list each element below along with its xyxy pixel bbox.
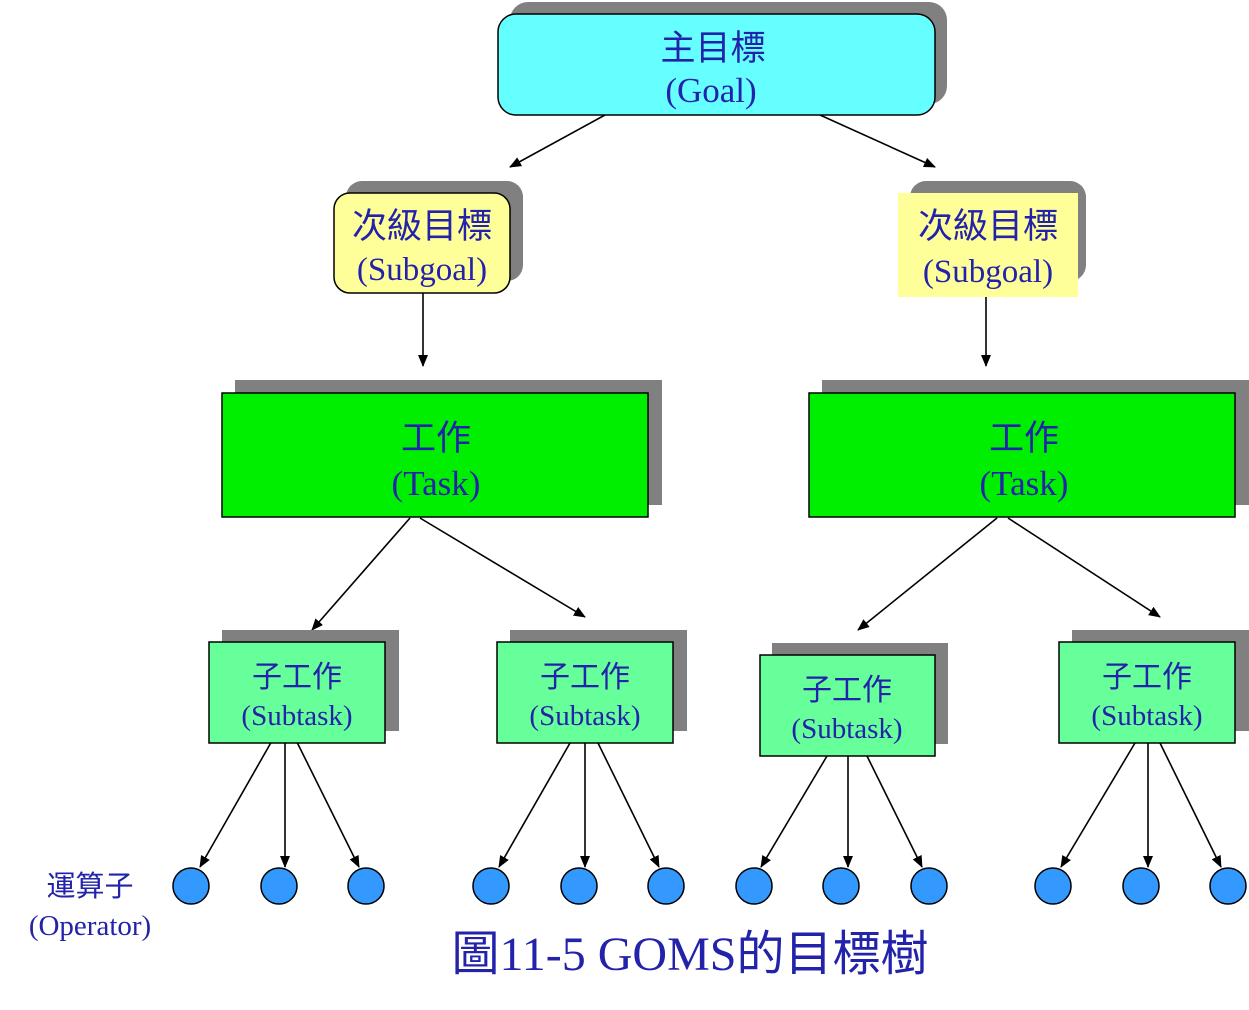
goal-node-label-zh: 主目標 [660,29,765,68]
task-node-right: 工作 (Task) [808,380,1249,518]
task-node-left-box [221,392,649,518]
goal-node-label-en: (Goal) [665,71,756,110]
subtask-node-3-label-en: (Subtask) [791,713,902,745]
operator-node [560,867,598,905]
subgoal-node-left-label-zh: 次級目標 [352,207,492,246]
operator-node [910,867,948,905]
operator-node [172,867,210,905]
task-node-right-label-zh: 工作 [989,419,1059,458]
goal-node: 主目標 (Goal) [497,2,947,116]
operator-node [822,867,860,905]
subtask-node-4-label-en: (Subtask) [1091,700,1202,732]
arrow-goal-to-subgoal-right [819,114,936,168]
operator-label: 運算子 (Operator) [29,870,151,942]
operator-label-en: (Operator) [29,910,151,942]
subtask-node-1-label-en: (Subtask) [241,700,352,732]
subtask-node-3-box [759,654,936,757]
subgoal-node-right: 次級目標 (Subgoal) [898,181,1086,297]
task-node-right-label-en: (Task) [980,464,1069,503]
subgoal-node-left: 次級目標 (Subgoal) [333,181,523,294]
operator-node [347,867,385,905]
subtask-node-2-box [496,641,674,744]
subtask-node-4: 子工作 (Subtask) [1058,630,1249,744]
subtask-node-3: 子工作 (Subtask) [759,643,948,757]
task-node-right-box [808,392,1236,518]
operators [172,867,1247,905]
operator-node [1209,867,1247,905]
subgoal-node-left-label-en: (Subgoal) [357,252,487,288]
subtask-node-1-box [208,641,386,744]
arrow-task-to-subtask-4 [1007,517,1161,618]
arrow-task-to-subtask-3 [857,517,998,631]
subgoal-node-right-label-en: (Subgoal) [923,254,1053,290]
subtask-node-3-label-zh: 子工作 [802,674,892,707]
task-node-left-label-zh: 工作 [401,419,471,458]
operator-label-zh: 運算子 [46,870,133,903]
operator-node [1034,867,1072,905]
subgoal-node-left-box [333,192,511,294]
arrow-subtask4-to-operator-1 [1060,742,1136,868]
operator-node [472,867,510,905]
operator-node [260,867,298,905]
figure-caption: 圖11-5 GOMS的目標樹 [452,928,929,981]
arrow-task-to-subtask-2 [419,517,586,618]
task-node-left: 工作 (Task) [221,380,662,518]
operator-node [735,867,773,905]
subtask-node-2-label-en: (Subtask) [529,700,640,732]
arrow-goal-to-subgoal-left [509,114,606,168]
operator-node [1122,867,1160,905]
operator-node [647,867,685,905]
arrow-task-to-subtask-1 [311,517,411,631]
subtask-node-4-label-zh: 子工作 [1102,661,1192,694]
task-node-left-label-en: (Task) [392,464,481,503]
subtask-node-1-label-zh: 子工作 [252,661,342,694]
arrow-subtask2-to-operator-1 [498,742,571,868]
arrow-subtask3-to-operator-3 [866,755,923,868]
goal-node-box [497,13,936,116]
arrow-subtask3-to-operator-1 [760,755,828,868]
subgoal-node-right-box [898,193,1078,297]
arrow-subtask4-to-operator-3 [1159,742,1222,868]
arrow-subtask2-to-operator-3 [597,742,660,868]
subtask-node-2-label-zh: 子工作 [540,661,630,694]
subtask-node-1: 子工作 (Subtask) [208,630,399,744]
subtask-node-4-box [1058,641,1236,744]
subtask-node-2: 子工作 (Subtask) [496,630,687,744]
subgoal-node-right-label-zh: 次級目標 [918,207,1058,246]
